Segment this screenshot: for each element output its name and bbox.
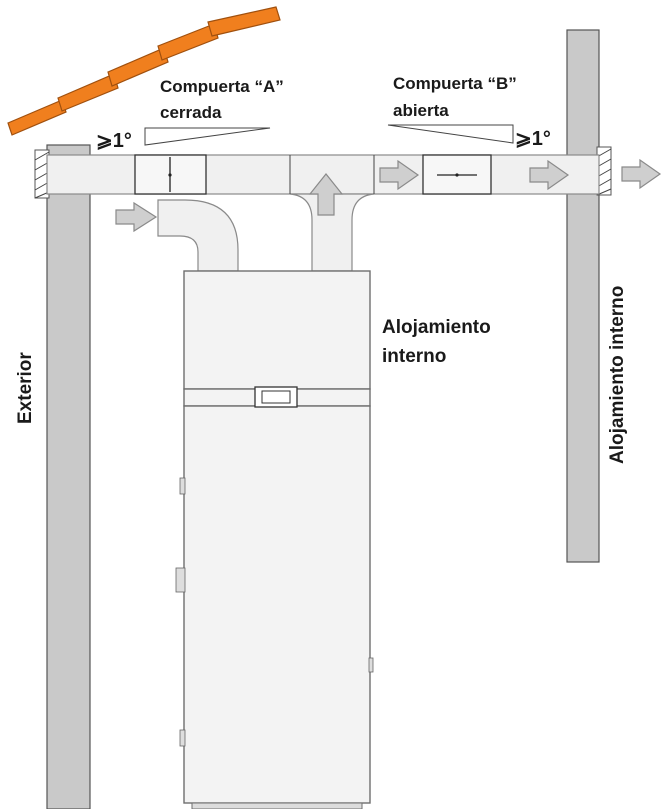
unit-top-section bbox=[183, 270, 371, 390]
internal-room-label-line2: interno bbox=[382, 346, 446, 367]
elbow-duct bbox=[157, 199, 239, 272]
slope-indicator-a bbox=[144, 127, 271, 146]
damper-b-label-line1: Compuerta “B” bbox=[393, 74, 517, 93]
roof-tile bbox=[7, 99, 67, 136]
damper-a-label-line2: cerrada bbox=[160, 103, 222, 122]
slope-indicator-b bbox=[387, 124, 514, 144]
exterior-wall bbox=[46, 144, 91, 809]
flow-arrow-outlet-icon bbox=[621, 158, 662, 190]
roof bbox=[7, 6, 281, 136]
exterior-label: Exterior bbox=[15, 352, 36, 424]
damper-b-label-line2: abierta bbox=[393, 101, 449, 120]
flow-arrow-right-1-icon bbox=[379, 159, 420, 191]
flow-arrow-inlet-icon bbox=[115, 201, 158, 233]
roof-tile bbox=[207, 6, 281, 37]
roof-tile bbox=[57, 73, 119, 112]
internal-room-vertical-label: Alojamiento interno bbox=[607, 286, 628, 464]
heat-pump-unit bbox=[175, 270, 374, 809]
roof-tile bbox=[107, 47, 169, 87]
slope-label-a: ⩾1° bbox=[96, 130, 132, 152]
display-panel-icon bbox=[254, 386, 298, 408]
flow-arrow-right-2-icon bbox=[529, 159, 570, 191]
roof-tile bbox=[157, 23, 219, 61]
damper-a-label-line1: Compuerta “A” bbox=[160, 77, 284, 96]
flow-arrow-up-icon bbox=[308, 173, 344, 216]
internal-wall bbox=[566, 29, 600, 563]
slope-label-b: ⩾1° bbox=[515, 128, 551, 150]
unit-tank bbox=[183, 405, 371, 804]
damper-a bbox=[134, 154, 207, 195]
damper-b bbox=[422, 154, 492, 195]
internal-room-label-line1: Alojamiento bbox=[382, 317, 491, 338]
unit-base bbox=[191, 802, 363, 809]
